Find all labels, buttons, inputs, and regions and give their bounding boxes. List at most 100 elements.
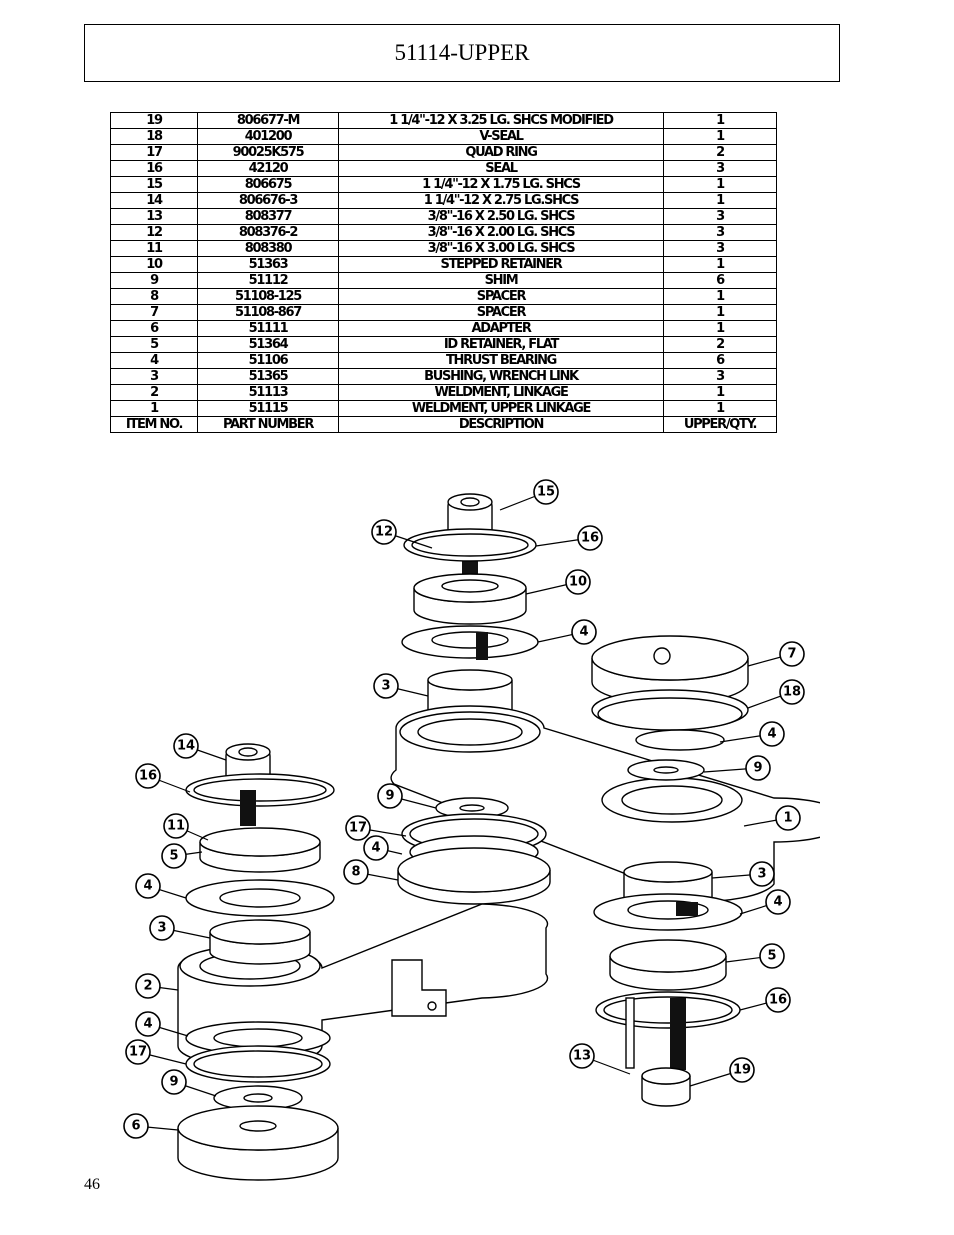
bom-item-number: 3 (110, 368, 198, 385)
bom-part-number: 51106 (197, 352, 339, 369)
bom-item-number: 1 (110, 400, 198, 417)
bom-description: STEPPED RETAINER (338, 256, 664, 273)
callout-number: 5 (767, 949, 776, 964)
bom-quantity: 3 (663, 240, 777, 257)
bom-column-header: UPPER/QTY. (663, 416, 777, 433)
bom-quantity: 1 (663, 320, 777, 337)
callout-balloon: 3 (373, 673, 399, 699)
callout-number: 5 (169, 849, 178, 864)
callout-number: 3 (757, 867, 766, 882)
callout-number: 17 (349, 821, 367, 836)
bom-quantity: 1 (663, 128, 777, 145)
callout-number: 1 (783, 811, 792, 826)
bom-item-number: 14 (110, 192, 198, 209)
bom-item-number: 9 (110, 272, 198, 289)
callout-number: 9 (753, 761, 762, 776)
bom-quantity: 1 (663, 304, 777, 321)
callout-balloon: 16 (765, 987, 791, 1013)
bom-item-number: 6 (110, 320, 198, 337)
bom-part-number: 51111 (197, 320, 339, 337)
callout-number: 9 (385, 789, 394, 804)
bom-description: SPACER (338, 288, 664, 305)
bom-quantity: 1 (663, 400, 777, 417)
bom-quantity: 1 (663, 192, 777, 209)
bom-quantity: 1 (663, 384, 777, 401)
bom-description: THRUST BEARING (338, 352, 664, 369)
callout-number: 19 (733, 1063, 751, 1078)
middle-stack (397, 797, 551, 905)
bom-item-number: 8 (110, 288, 198, 305)
bom-quantity: 1 (663, 256, 777, 273)
bom-part-number: 51363 (197, 256, 339, 273)
callout-number: 4 (143, 879, 152, 894)
callout-balloon: 17 (345, 815, 371, 841)
bom-part-number: 51113 (197, 384, 339, 401)
upper-stack (401, 493, 539, 721)
bom-quantity: 3 (663, 160, 777, 177)
bom-part-number: 806677-M (197, 112, 339, 129)
callout-balloon: 16 (577, 525, 603, 551)
callout-balloon: 18 (779, 679, 805, 705)
callout-number: 18 (783, 685, 801, 700)
callout-number: 14 (177, 739, 195, 754)
callout-balloon: 5 (161, 843, 187, 869)
bom-part-number: 90025K575 (197, 144, 339, 161)
bom-quantity: 2 (663, 144, 777, 161)
callout-number: 8 (351, 865, 360, 880)
bom-part-number: 51364 (197, 336, 339, 353)
callout-balloon: 13 (569, 1043, 595, 1069)
bom-part-number: 51112 (197, 272, 339, 289)
callout-balloon: 2 (135, 973, 161, 999)
bom-column-header: PART NUMBER (197, 416, 339, 433)
bom-part-number: 51108-867 (197, 304, 339, 321)
callout-balloon: 14 (173, 733, 199, 759)
right-lower-stack (593, 861, 743, 1107)
bom-quantity: 3 (663, 224, 777, 241)
callout-number: 13 (573, 1049, 591, 1064)
bom-description: BUSHING, WRENCH LINK (338, 368, 664, 385)
callout-balloon: 4 (765, 889, 791, 915)
callout-number: 2 (143, 979, 152, 994)
bom-item-number: 19 (110, 112, 198, 129)
left-stack (185, 743, 335, 965)
bom-description: 3/8"-16 X 3.00 LG. SHCS (338, 240, 664, 257)
page-number: 46 (84, 1176, 100, 1193)
callout-balloon: 8 (343, 859, 369, 885)
callout-balloon: 16 (135, 763, 161, 789)
bom-item-number: 2 (110, 384, 198, 401)
callout-number: 17 (129, 1045, 147, 1060)
bom-description: WELDMENT, LINKAGE (338, 384, 664, 401)
bom-description: SPACER (338, 304, 664, 321)
callout-number: 7 (787, 647, 796, 662)
callout-number: 3 (157, 921, 166, 936)
callout-balloon: 4 (363, 835, 389, 861)
bom-quantity: 3 (663, 208, 777, 225)
callout-number: 10 (569, 575, 587, 590)
callout-balloon: 4 (135, 1011, 161, 1037)
callout-balloon: 4 (135, 873, 161, 899)
bom-part-number: 806676-3 (197, 192, 339, 209)
bom-description: SEAL (338, 160, 664, 177)
callout-balloon: 15 (533, 479, 559, 505)
callout-balloon: 6 (123, 1113, 149, 1139)
bom-description: 1 1/4"-12 X 3.25 LG. SHCS MODIFIED (338, 112, 664, 129)
callout-number: 12 (375, 525, 393, 540)
callout-balloon: 12 (371, 519, 397, 545)
bom-item-number: 16 (110, 160, 198, 177)
callout-balloon: 19 (729, 1057, 755, 1083)
bom-description: 1 1/4"-12 X 2.75 LG.SHCS (338, 192, 664, 209)
